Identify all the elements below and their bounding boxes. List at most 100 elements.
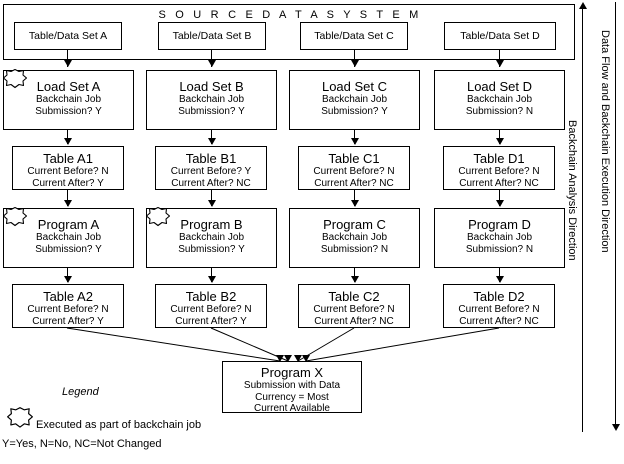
load-set-line2-a: Submission? Y <box>35 105 102 117</box>
backchain-star-icon <box>2 68 28 92</box>
arrow-ds-b-to-load-b <box>208 60 216 67</box>
program-box-d: Program D Backchain Job Submission? N <box>434 208 565 268</box>
program-x-line2: Currency = Most <box>255 391 329 403</box>
table-line2-b1: Current After? NC <box>171 177 251 189</box>
table-line1-d1: Current Before? N <box>458 166 540 177</box>
connector-table-b1-to-program-b <box>211 190 212 206</box>
table-line2-c2: Current After? NC <box>314 315 394 327</box>
table-title-a2: Table A2 <box>43 289 93 304</box>
table-title-d1: Table D1 <box>473 151 525 166</box>
program-title-d: Program D <box>468 217 531 232</box>
data-set-label-a: Table/Data Set A <box>28 30 108 42</box>
table-box-c2: Table C2 Current Before? N Current After… <box>298 284 410 328</box>
load-set-line1-a: Backchain Job <box>35 94 102 105</box>
arrow-ds-c-to-load-c <box>351 60 359 67</box>
load-set-title-d: Load Set D <box>466 79 533 94</box>
arrow-program-b-to-table-b2 <box>208 276 216 283</box>
backchain-analysis-direction-label: Backchain Analysis Direction <box>566 120 578 261</box>
program-x-line1: Submission with Data <box>243 380 341 391</box>
table-line2-d1: Current After? NC <box>459 177 539 189</box>
table-line2-a1: Current After? Y <box>32 177 104 189</box>
connector-program-c-to-table-c2 <box>354 268 355 282</box>
connector-load-b-to-table-b1 <box>211 130 212 144</box>
program-x-box: Program X Submission with Data Currency … <box>222 361 362 414</box>
table-title-a1: Table A1 <box>43 151 93 166</box>
program-line1-c: Backchain Job <box>321 232 388 243</box>
backchain-star-icon <box>145 206 171 230</box>
table-line1-a1: Current Before? N <box>27 166 109 177</box>
arrow-program-c-to-table-c2 <box>351 276 359 283</box>
program-line2-c: Submission? N <box>320 243 389 255</box>
arrow-load-b-to-table-b1 <box>208 138 216 145</box>
table-line1-b1: Current Before? Y <box>170 166 252 177</box>
table-box-b1: Table B1 Current Before? Y Current After… <box>155 146 267 190</box>
program-title-c: Program C <box>323 217 386 232</box>
load-set-box-b: Load Set B Backchain Job Submission? Y <box>146 70 277 130</box>
table-line1-d2: Current Before? N <box>458 304 540 315</box>
data-flow-direction-label: Data Flow and Backchain Execution Direct… <box>599 30 611 253</box>
arrow-ds-a-to-load-a <box>64 60 72 67</box>
table-line1-c1: Current Before? N <box>313 166 395 177</box>
arrow-table-d1-to-program-d <box>496 200 504 207</box>
program-title-b: Program B <box>180 217 243 232</box>
table-title-c2: Table C2 <box>328 289 380 304</box>
connector-ds-a-to-load-a <box>67 50 68 67</box>
connector-load-d-to-table-d1 <box>499 130 500 144</box>
load-set-title-b: Load Set B <box>179 79 244 94</box>
table-box-d1: Table D1 Current Before? N Current After… <box>443 146 555 190</box>
table-title-c1: Table C1 <box>328 151 380 166</box>
source-data-system-title: S O U R C E D A T A S Y S T E M <box>158 9 422 21</box>
load-set-line2-c: Submission? Y <box>321 105 388 117</box>
program-line1-a: Backchain Job <box>35 232 102 243</box>
load-set-box-d: Load Set D Backchain Job Submission? N <box>434 70 565 130</box>
program-line1-b: Backchain Job <box>178 232 245 243</box>
program-x-title: Program X <box>260 365 324 380</box>
table-box-a1: Table A1 Current Before? N Current After… <box>12 146 124 190</box>
legend-star-icon <box>6 406 33 430</box>
table-line1-a2: Current Before? N <box>27 304 109 315</box>
arrow-load-c-to-table-c1 <box>351 138 359 145</box>
legend-abbreviation-key: Y=Yes, N=No, NC=Not Changed <box>2 438 162 450</box>
table-line2-c1: Current After? NC <box>314 177 394 189</box>
table-box-c1: Table C1 Current Before? N Current After… <box>298 146 410 190</box>
table-line2-b2: Current After? Y <box>175 315 247 327</box>
arrow-load-a-to-table-a1 <box>64 138 72 145</box>
data-set-label-c: Table/Data Set C <box>314 30 394 42</box>
program-x-line3: Current Available <box>254 403 330 414</box>
connector-table-a1-to-program-a <box>67 190 68 206</box>
load-set-line1-d: Backchain Job <box>466 94 533 105</box>
backchain-analysis-arrow-shaft <box>582 8 583 432</box>
arrow-load-d-to-table-d1 <box>496 138 504 145</box>
legend-title: Legend <box>62 386 99 398</box>
table-line2-a2: Current After? Y <box>32 315 104 327</box>
arrow-table-a1-to-program-a <box>64 200 72 207</box>
load-set-line2-d: Submission? N <box>465 105 534 117</box>
arrow-ds-d-to-load-d <box>496 60 504 67</box>
arrow-table-b2-to-program-x <box>284 355 292 362</box>
arrow-program-d-to-table-d2 <box>496 276 504 283</box>
data-flow-arrow-shaft <box>615 2 616 426</box>
connector-ds-c-to-load-c <box>354 50 355 67</box>
connector-ds-d-to-load-d <box>499 50 500 67</box>
connector-table-d1-to-program-d <box>499 190 500 206</box>
load-set-line2-b: Submission? Y <box>178 105 245 117</box>
data-set-box-d: Table/Data Set D <box>444 22 556 50</box>
table-line1-b2: Current Before? N <box>170 304 252 315</box>
legend-star-description: Executed as part of backchain job <box>36 419 202 431</box>
program-title-a: Program A <box>37 217 100 232</box>
data-set-label-b: Table/Data Set B <box>172 30 252 42</box>
connector-table-c1-to-program-c <box>354 190 355 206</box>
arrow-table-c2-to-program-x <box>294 355 302 362</box>
load-set-box-c: Load Set C Backchain Job Submission? Y <box>289 70 420 130</box>
backchain-star-icon <box>2 206 28 230</box>
connector-program-a-to-table-a2 <box>67 268 68 282</box>
data-set-box-c: Table/Data Set C <box>300 22 408 50</box>
connector-load-c-to-table-c1 <box>354 130 355 144</box>
load-set-line1-b: Backchain Job <box>178 94 245 105</box>
connector-program-b-to-table-b2 <box>211 268 212 282</box>
data-set-box-b: Table/Data Set B <box>158 22 266 50</box>
arrow-table-d2-to-program-x <box>302 355 310 362</box>
connector-load-a-to-table-a1 <box>67 130 68 144</box>
backchain-analysis-arrow-head <box>579 2 587 9</box>
